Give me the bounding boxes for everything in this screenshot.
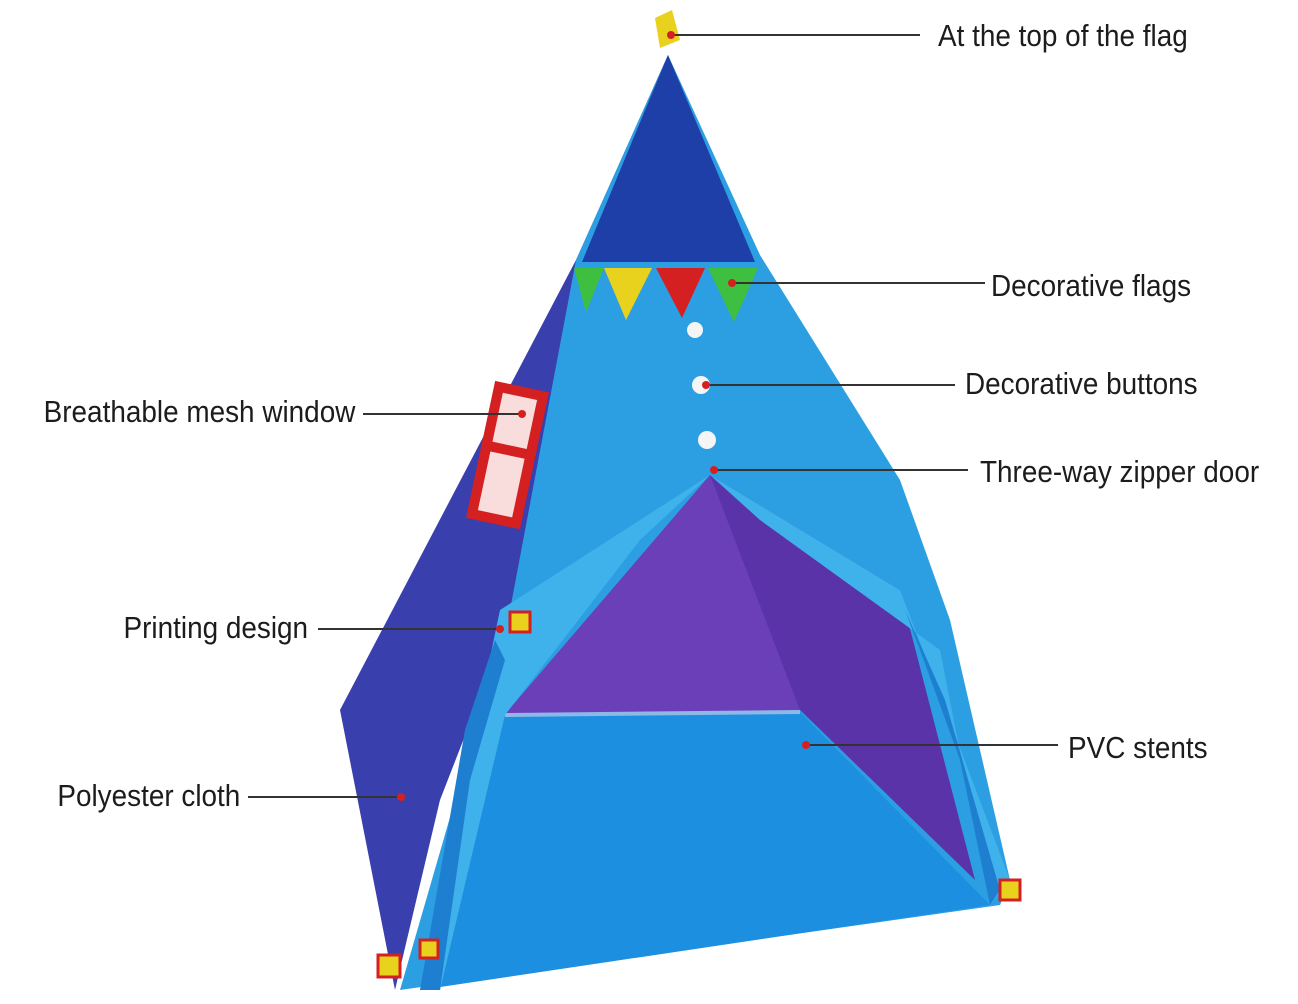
- callout-markers: [397, 31, 810, 801]
- label-decorative-flags: Decorative flags: [991, 268, 1192, 303]
- marker-decorative-buttons: [702, 381, 710, 389]
- decorative-button-1: [687, 322, 703, 338]
- mesh-window-pane-top: [492, 392, 538, 449]
- marker-pvc-stents: [802, 741, 810, 749]
- pennant-3: [656, 268, 705, 318]
- label-decorative-buttons: Decorative buttons: [965, 366, 1198, 401]
- decorative-button-3: [698, 431, 716, 449]
- pennant-1: [574, 268, 604, 312]
- checker-trim-left: [420, 640, 505, 990]
- top-flag: [655, 10, 680, 48]
- pennant-4: [708, 268, 758, 322]
- marker-polyester-cloth: [397, 793, 405, 801]
- tent-interior-right-wall: [710, 475, 975, 880]
- decorative-button-2: [692, 376, 710, 394]
- design-square-2: [376, 953, 402, 979]
- mesh-window: [466, 380, 549, 530]
- design-square-4: [418, 938, 440, 960]
- mesh-window-pane-bottom: [477, 451, 525, 518]
- design-square-3: [998, 878, 1022, 902]
- label-flag-top: At the top of the flag: [938, 18, 1188, 53]
- checker-trim-right: [905, 610, 1000, 905]
- pennant-row: [574, 268, 758, 322]
- marker-mesh-window: [518, 410, 526, 418]
- marker-decorative-flags: [728, 279, 736, 287]
- tent-interior-back: [500, 475, 800, 720]
- printing-design: [376, 610, 1022, 979]
- label-mesh-window: Breathable mesh window: [43, 394, 355, 429]
- floor-rail: [504, 710, 801, 717]
- label-printing-design: Printing design: [123, 610, 308, 645]
- label-pvc-stents: PVC stents: [1068, 730, 1208, 765]
- marker-zipper-door: [710, 466, 718, 474]
- pennant-2: [604, 268, 652, 320]
- leader-lines: [248, 34, 1058, 798]
- marker-printing-design: [496, 625, 504, 633]
- tent-roof: [582, 55, 755, 262]
- marker-flag-top: [667, 31, 675, 39]
- design-square-1: [508, 610, 532, 634]
- label-polyester-cloth: Polyester cloth: [57, 778, 240, 813]
- label-zipper-door: Three-way zipper door: [980, 454, 1260, 489]
- tent-floor: [420, 712, 990, 990]
